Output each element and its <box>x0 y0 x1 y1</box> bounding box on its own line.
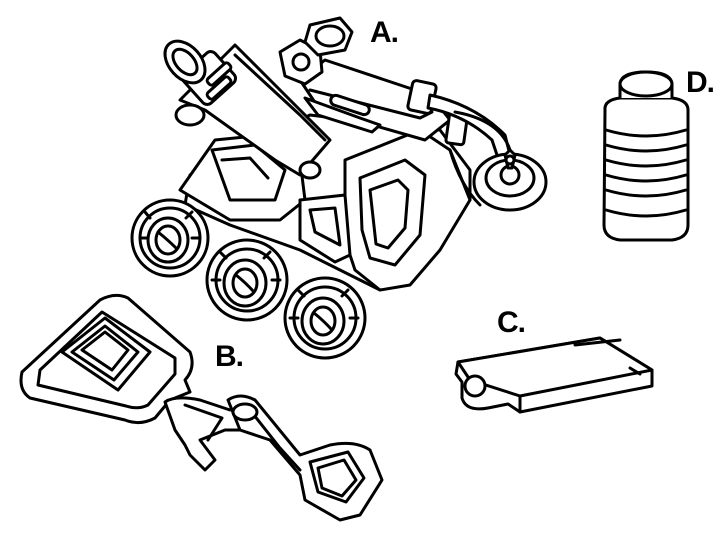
rover-wheel-1 <box>130 198 210 278</box>
label-c: C. <box>497 306 525 339</box>
rover-wheel-2 <box>205 238 289 322</box>
keychain-clip-illustration <box>19 293 384 522</box>
container-illustration <box>602 70 690 242</box>
label-d: D. <box>686 66 714 99</box>
label-b: B. <box>215 340 243 373</box>
memory-card-illustration <box>454 336 654 414</box>
rover-wheel-3 <box>283 276 367 360</box>
rover-illustration <box>130 16 548 360</box>
label-a: A. <box>370 16 398 49</box>
